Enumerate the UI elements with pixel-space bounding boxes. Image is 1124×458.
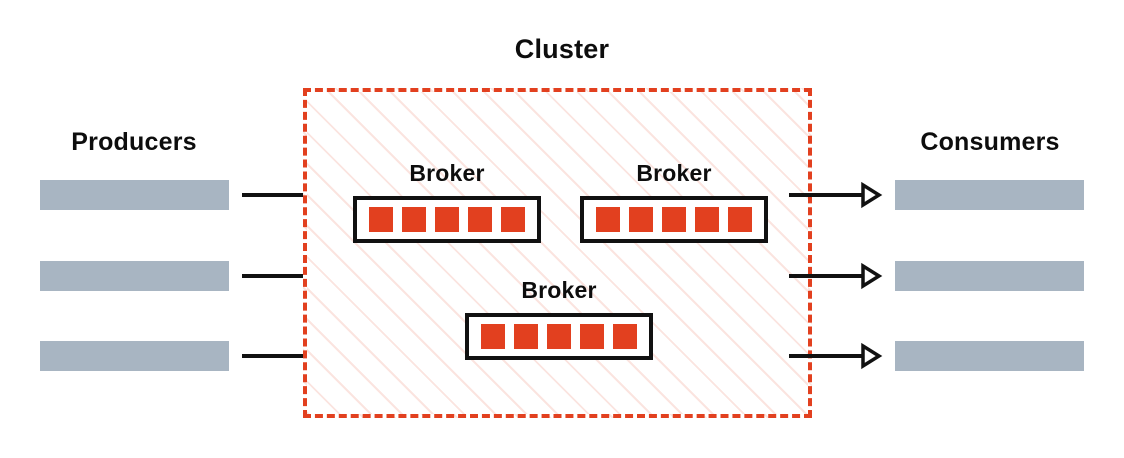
partition	[695, 207, 719, 232]
arrow-cluster-to-consumer-3	[789, 342, 883, 370]
partition	[596, 207, 620, 232]
broker-1-partitions	[353, 196, 541, 243]
broker-3-label: Broker	[521, 277, 597, 303]
partition	[728, 207, 752, 232]
partition	[481, 324, 505, 349]
broker-2-label: Broker	[636, 160, 712, 186]
consumer-node-1[interactable]	[895, 180, 1084, 210]
partition	[435, 207, 459, 232]
broker-2-partitions	[580, 196, 768, 243]
broker-3-partitions	[465, 313, 653, 360]
partition	[369, 207, 393, 232]
partition	[501, 207, 525, 232]
consumer-node-2[interactable]	[895, 261, 1084, 291]
partition	[629, 207, 653, 232]
partition	[580, 324, 604, 349]
arrow-cluster-to-consumer-2	[789, 262, 883, 290]
partition	[468, 207, 492, 232]
partition	[402, 207, 426, 232]
arrow-cluster-to-consumer-1	[789, 181, 883, 209]
producer-node-3[interactable]	[40, 341, 229, 371]
producer-node-1[interactable]	[40, 180, 229, 210]
producer-node-2[interactable]	[40, 261, 229, 291]
cluster-boundary	[303, 88, 812, 418]
partition	[613, 324, 637, 349]
consumer-node-3[interactable]	[895, 341, 1084, 371]
partition	[547, 324, 571, 349]
producers-title: Producers	[71, 128, 197, 156]
broker-1-label: Broker	[409, 160, 485, 186]
cluster-title: Cluster	[514, 34, 610, 64]
consumers-title: Consumers	[920, 128, 1060, 156]
partition	[514, 324, 538, 349]
partition	[662, 207, 686, 232]
